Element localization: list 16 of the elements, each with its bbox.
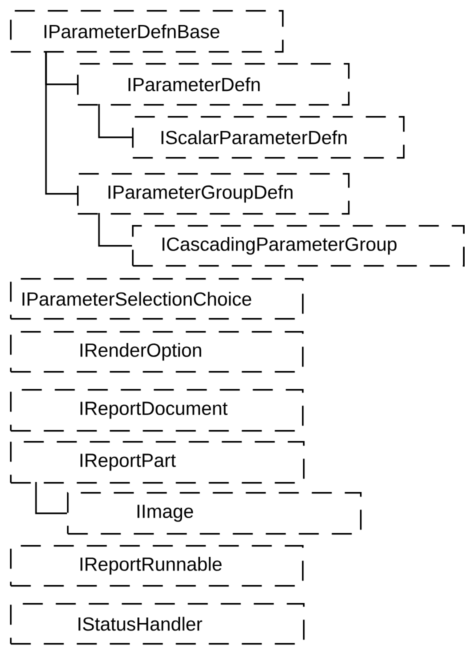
- interface-box: IStatusHandler: [10, 603, 305, 645]
- interface-box: IRenderOption: [10, 331, 304, 373]
- interface-box: IParameterGroupDefn: [77, 173, 350, 215]
- interface-box: IReportPart: [10, 441, 305, 484]
- interface-box: IImage: [67, 492, 362, 535]
- tree-connector: [35, 482, 67, 514]
- interface-box: IScalarParameterDefn: [132, 116, 405, 159]
- interface-box: IParameterDefnBase: [10, 10, 284, 53]
- interface-box: IReportDocument: [10, 389, 304, 432]
- tree-connector: [45, 51, 77, 195]
- interface-box: ICascadingParameterGroup: [132, 225, 465, 267]
- tree-connector: [98, 104, 132, 138]
- tree-connector: [98, 213, 132, 247]
- interface-box: IReportRunnable: [10, 545, 304, 587]
- interface-box: IParameterSelectionChoice: [10, 278, 304, 320]
- interface-box: IParameterDefn: [77, 63, 350, 106]
